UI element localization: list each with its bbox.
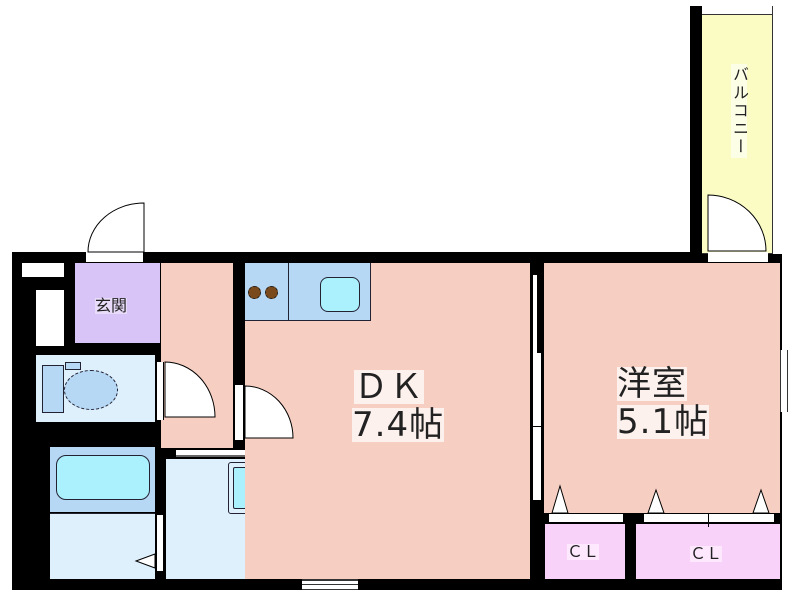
kitchen-sink-icon — [320, 277, 360, 312]
entrance-door-frame — [86, 252, 144, 262]
entrance-door-swing-icon[interactable] — [86, 202, 146, 253]
balcony-rail-right — [772, 6, 782, 254]
stove-burner-icon — [248, 286, 261, 299]
dk-window-pane — [302, 584, 358, 585]
pipe-space — [36, 290, 64, 346]
closet-1-door[interactable] — [549, 514, 623, 523]
balcony-rail — [702, 6, 782, 15]
closet-2-label: ＣＬ — [690, 544, 723, 563]
counter-divider — [288, 263, 289, 321]
bath-floor — [50, 513, 155, 579]
closet-2-door-divider — [708, 514, 709, 527]
pipe-space — [22, 263, 64, 277]
stove-burner-icon — [265, 286, 278, 299]
toilet-button — [65, 362, 81, 370]
balcony-label: バルコニー — [730, 64, 749, 158]
dk-door-frame — [234, 385, 244, 440]
western-name-label: 洋室 — [617, 364, 687, 404]
western-window — [780, 350, 788, 412]
partition-handle — [532, 426, 544, 427]
partition-panel — [537, 275, 542, 353]
closet-2-door[interactable] — [644, 514, 774, 523]
closet-1-label: ＣＬ — [567, 542, 600, 561]
dk-name-label: ＤＫ — [354, 367, 424, 407]
closet-door-marker-icon — [752, 488, 770, 514]
balcony-wall — [690, 6, 702, 254]
closet-door-marker-icon — [551, 484, 569, 514]
toilet-bowl-icon — [64, 370, 118, 410]
bath-door-frame — [156, 515, 164, 571]
closet-door-marker-icon — [647, 488, 665, 514]
balcony-door-swing-icon[interactable] — [707, 194, 770, 255]
toilet-door-frame — [156, 362, 164, 420]
toilet-tank — [42, 365, 64, 413]
corridor — [161, 263, 233, 448]
balcony-door-frame — [708, 252, 768, 262]
partition-sliding-door[interactable] — [532, 275, 542, 500]
washroom-sliding-door[interactable] — [176, 449, 280, 457]
toilet-door-swing-icon[interactable] — [164, 361, 217, 418]
drain-triangle-icon — [134, 553, 156, 569]
bathtub-icon — [56, 455, 150, 500]
western-size-label: 5.1帖 — [617, 402, 710, 442]
dk-size-label: 7.4帖 — [352, 405, 445, 445]
dk-door-swing-icon[interactable] — [244, 385, 297, 442]
entrance-label: 玄関 — [95, 296, 128, 315]
